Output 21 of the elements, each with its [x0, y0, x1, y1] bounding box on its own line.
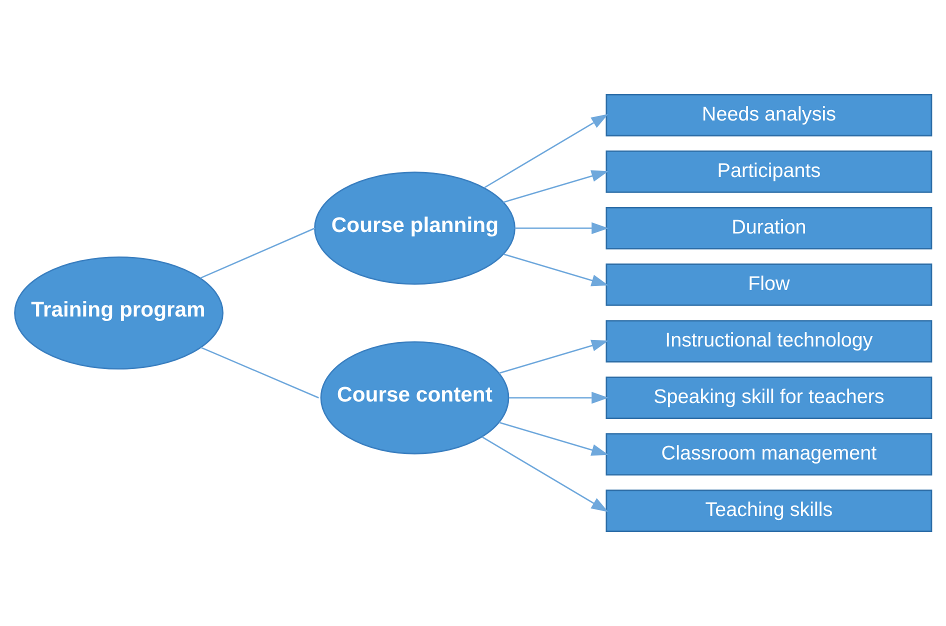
arrow [482, 436, 608, 512]
arrow [484, 114, 608, 188]
node-ellipse: Course planning [314, 172, 516, 285]
node-box: Participants [606, 150, 932, 193]
arrow [498, 340, 608, 374]
node-box: Duration [606, 207, 932, 250]
node-box: Flow [606, 264, 932, 306]
connector [200, 346, 319, 398]
node-box: Needs analysis [606, 94, 932, 136]
node-box: Instructional technology [606, 320, 932, 362]
node-ellipse: Training program [14, 256, 224, 370]
node-box: Speaking skill for teachers [606, 376, 932, 419]
node-ellipse: Course content [320, 341, 510, 454]
arrow [509, 392, 609, 404]
arrow [503, 253, 608, 286]
connector [200, 228, 316, 279]
arrow [503, 170, 608, 203]
node-box: Teaching skills [606, 490, 932, 532]
arrow [498, 422, 608, 456]
node-box: Classroom management [606, 433, 932, 476]
arrow [514, 222, 609, 234]
